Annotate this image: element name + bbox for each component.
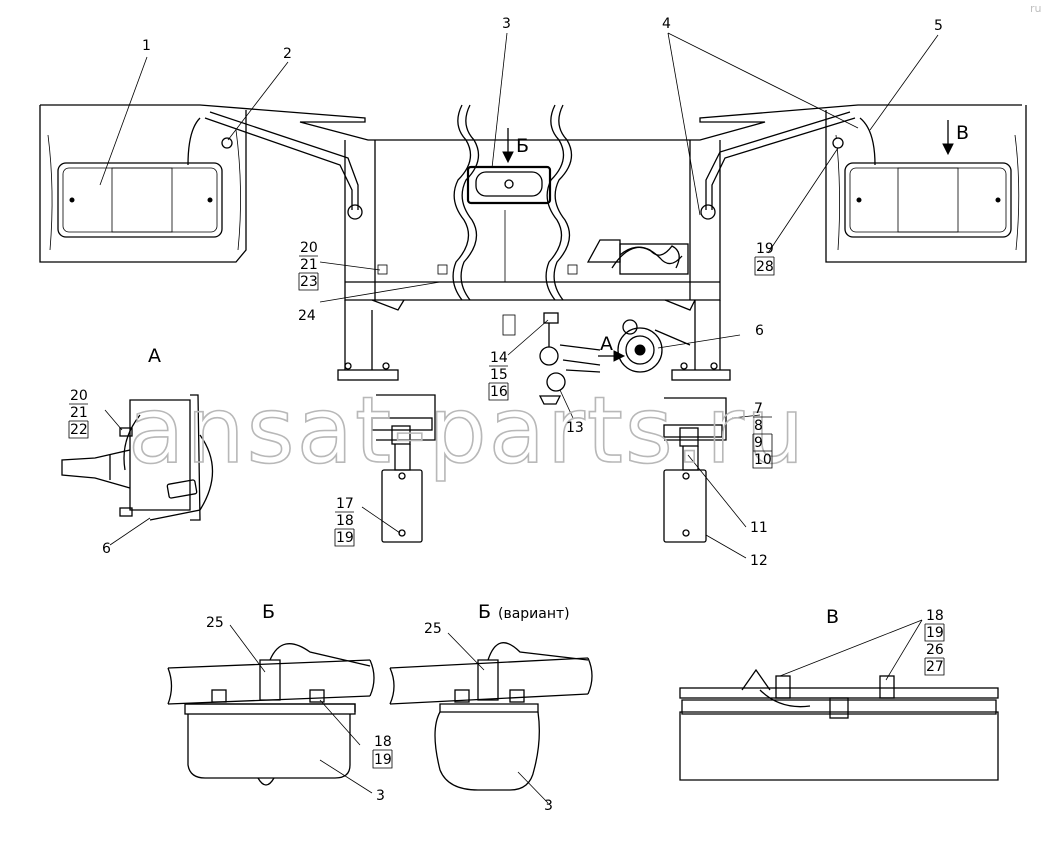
main-assembly <box>39 104 1027 543</box>
callout-group-17-18-19: 17 18 19 <box>334 496 355 547</box>
group-item: 18 <box>926 608 944 624</box>
group-item: 27 <box>926 659 944 675</box>
plate-lamp <box>466 165 552 205</box>
group-item: 22 <box>70 422 88 438</box>
group-item: 21 <box>300 257 318 273</box>
callout-1: 1 <box>142 38 151 54</box>
view-title-b-variant-note: (вариант) <box>498 606 570 622</box>
callout-25-view-b: 25 <box>206 615 224 631</box>
left-bracket <box>337 300 436 543</box>
leader-lines <box>99 32 939 804</box>
left-rear-lamp <box>57 162 223 238</box>
callout-6: 6 <box>755 323 764 339</box>
view-title-b: Б <box>262 601 275 623</box>
group-item: 19 <box>756 241 774 257</box>
callout-group-19-28: 19 28 <box>754 241 775 276</box>
group-item: 14 <box>490 350 508 366</box>
callout-3-view-b: 3 <box>376 788 385 804</box>
callout-3: 3 <box>502 16 511 32</box>
watermark-corner-text: ru <box>1030 2 1042 15</box>
arrow-label-v: В <box>956 122 969 144</box>
view-title-b-variant: Б <box>478 601 491 623</box>
callout-25-view-b-variant: 25 <box>424 621 442 637</box>
view-a-socket <box>61 394 214 521</box>
group-item: 26 <box>926 642 944 658</box>
group-item: 7 <box>754 401 763 417</box>
trailer-socket <box>617 319 691 373</box>
right-bracket <box>663 300 731 543</box>
callout-5: 5 <box>934 18 943 34</box>
group-item: 19 <box>336 530 354 546</box>
callout-group-14-15-16: 14 15 16 <box>488 350 509 401</box>
callout-24: 24 <box>298 308 316 324</box>
group-item: 9 <box>754 435 763 451</box>
callout-2: 2 <box>283 46 292 62</box>
callout-group-18-19-view-b: 18 19 <box>372 734 393 769</box>
group-item: 18 <box>374 734 392 750</box>
watermark-text: ansat-parts.ru <box>128 377 806 484</box>
connector-block <box>586 239 689 275</box>
view-title-v: В <box>826 606 839 628</box>
center-switch <box>538 312 601 405</box>
arrow-label-a: А <box>600 333 613 355</box>
group-item: 20 <box>70 388 88 404</box>
group-item: 23 <box>300 274 318 290</box>
view-b-variant-lamp <box>389 642 593 791</box>
group-item: 28 <box>756 259 774 275</box>
callout-4: 4 <box>662 16 671 32</box>
group-item: 21 <box>70 405 88 421</box>
callout-11: 11 <box>750 520 768 536</box>
group-item: 15 <box>490 367 508 383</box>
view-v-lamp <box>679 668 999 781</box>
group-item: 16 <box>490 384 508 400</box>
group-item: 18 <box>336 513 354 529</box>
group-item: 8 <box>754 418 763 434</box>
group-item: 10 <box>754 452 772 468</box>
view-b-lamp <box>167 643 375 786</box>
callout-group-20-21-22: 20 21 22 <box>68 388 89 439</box>
callout-13: 13 <box>566 420 584 436</box>
right-rear-lamp <box>844 162 1012 238</box>
callout-12: 12 <box>750 553 768 569</box>
callout-6-view-a: 6 <box>102 541 111 557</box>
callouts: 1 2 3 4 5 6 11 12 13 24 6 25 3 25 3 <box>102 16 943 814</box>
callout-group-20-21-23: 20 21 23 <box>298 240 319 291</box>
callout-group-18-19-26-27: 18 19 26 27 <box>924 608 945 676</box>
direction-arrows <box>502 120 954 362</box>
group-item: 20 <box>300 240 318 256</box>
view-title-a: А <box>148 345 161 367</box>
callout-3-view-b-variant: 3 <box>544 798 553 814</box>
arrow-label-b: Б <box>516 135 529 157</box>
group-item: 19 <box>374 752 392 768</box>
group-item: 19 <box>926 625 944 641</box>
callout-group-7-8-9-10: 7 8 9 10 <box>752 401 773 469</box>
group-item: 17 <box>336 496 354 512</box>
